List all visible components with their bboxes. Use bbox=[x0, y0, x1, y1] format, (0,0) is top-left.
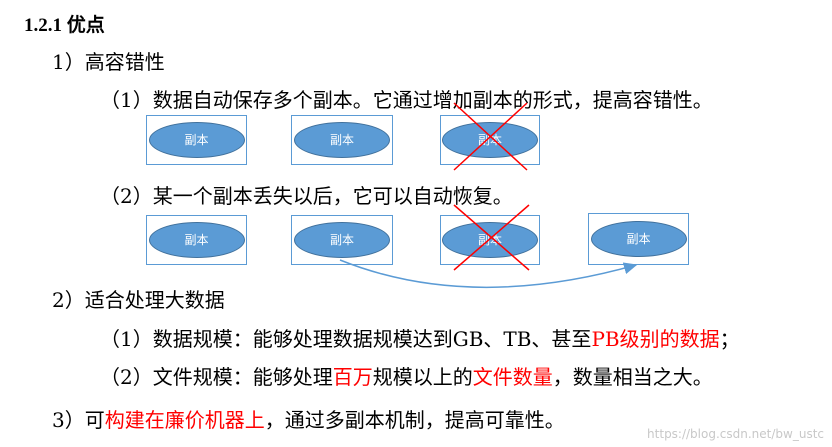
point-1-sub-1: （1）数据自动保存多个副本。它通过增加副本的形式，提高容错性。 bbox=[100, 88, 713, 112]
point-2-sub-2-highlight-2: 文件数量 bbox=[472, 365, 553, 389]
point-2-sub-1-highlight: PB级别的数据 bbox=[591, 327, 720, 351]
point-2-label: 2）适合处理大数据 bbox=[52, 288, 225, 312]
replica-box-6-lost: 副本 bbox=[440, 215, 540, 265]
replica-node: 副本 bbox=[590, 221, 687, 257]
point-3-suffix: ，通过多副本机制，提高可靠性。 bbox=[264, 408, 565, 432]
replica-box-1: 副本 bbox=[146, 115, 247, 165]
replica-label: 副本 bbox=[477, 133, 502, 147]
replica-label: 副本 bbox=[329, 233, 354, 247]
point-3: 3）可构建在廉价机器上，通过多副本机制，提高可靠性。 bbox=[52, 404, 565, 433]
point-2-sub-2-highlight-1: 百万 bbox=[332, 365, 373, 389]
replica-box-5: 副本 bbox=[291, 215, 393, 265]
point-3-prefix: 3）可 bbox=[52, 408, 105, 432]
point-2-sub-1-suffix: ； bbox=[719, 327, 740, 351]
replica-box-2: 副本 bbox=[291, 115, 393, 165]
point-2-sub-2-mid: 规模以上的 bbox=[372, 365, 473, 389]
point-2-sub-2-suffix: ，数量相当之大。 bbox=[552, 365, 713, 389]
replica-node: 副本 bbox=[148, 222, 245, 258]
replica-label: 副本 bbox=[329, 133, 354, 147]
replica-node: 副本 bbox=[148, 122, 245, 158]
point-2-sub-1-prefix: （1）数据规模：能够处理数据规模达到GB、TB、甚至 bbox=[100, 327, 592, 351]
replica-box-4: 副本 bbox=[146, 215, 247, 265]
replica-node: 副本 bbox=[442, 122, 538, 158]
replica-box-7-recovered: 副本 bbox=[588, 213, 689, 265]
replica-label: 副本 bbox=[626, 232, 651, 246]
replica-box-3-lost: 副本 bbox=[440, 115, 540, 165]
replica-label: 副本 bbox=[184, 233, 209, 247]
point-2-sub-2: （2）文件规模：能够处理百万规模以上的文件数量，数量相当之大。 bbox=[100, 361, 713, 390]
replica-label: 副本 bbox=[477, 233, 502, 247]
point-1-label: 1）高容错性 bbox=[52, 50, 165, 74]
replica-node: 副本 bbox=[294, 122, 390, 158]
point-2-sub-2-prefix: （2）文件规模：能够处理 bbox=[100, 365, 333, 389]
replica-node: 副本 bbox=[442, 222, 538, 258]
watermark-url: https://blog.csdn.net/bw_ustc bbox=[647, 427, 824, 441]
section-number: 1.2.1 bbox=[24, 15, 62, 36]
section-title: 优点 bbox=[66, 15, 105, 36]
replica-label: 副本 bbox=[184, 133, 209, 147]
replica-node: 副本 bbox=[294, 222, 390, 258]
point-3-highlight: 构建在廉价机器上 bbox=[104, 408, 265, 432]
point-1-sub-2: （2）某一个副本丢失以后，它可以自动恢复。 bbox=[100, 184, 513, 208]
section-heading: 1.2.1 优点 bbox=[24, 10, 105, 37]
point-2-sub-1: （1）数据规模：能够处理数据规模达到GB、TB、甚至PB级别的数据； bbox=[100, 323, 740, 352]
